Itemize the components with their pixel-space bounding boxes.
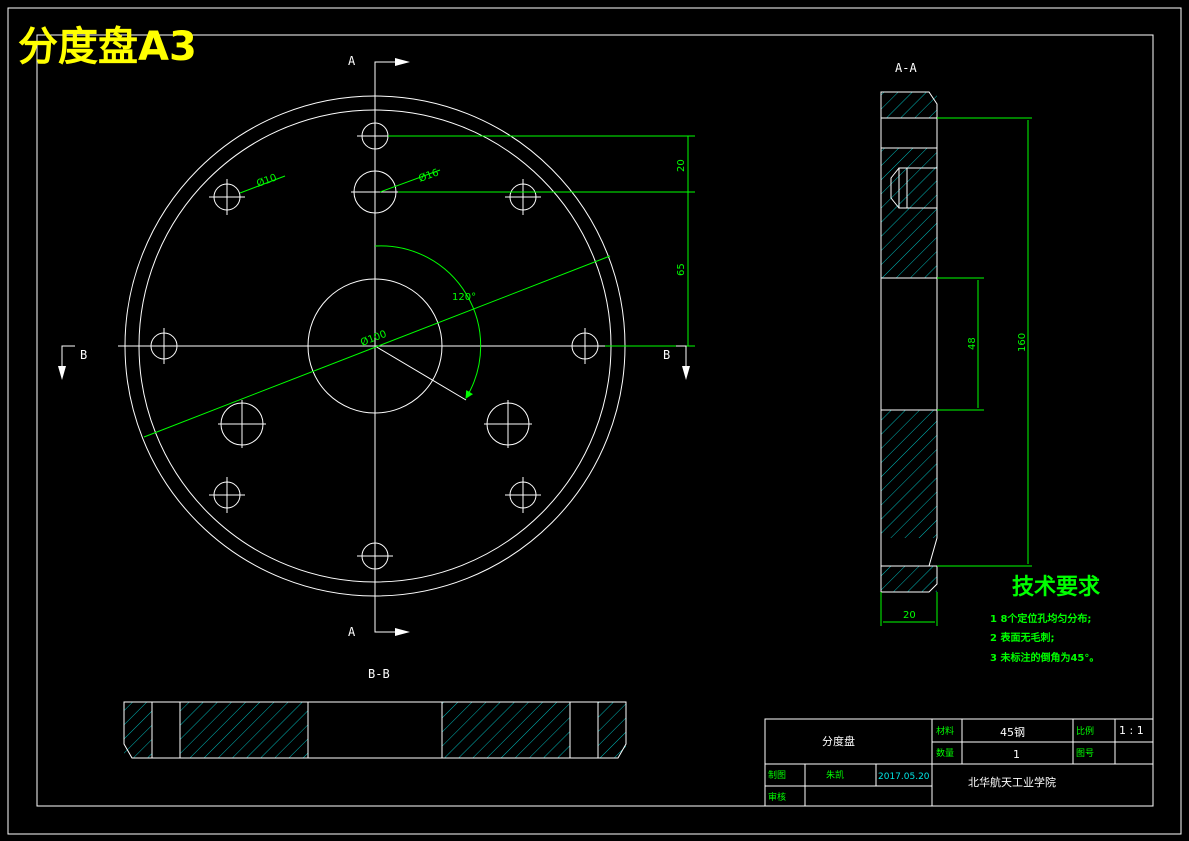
cut-a-top: A: [348, 54, 356, 68]
dim-20: 20: [676, 159, 687, 172]
part-name: 分度盘: [822, 734, 855, 748]
section-bb-view: B-B: [123, 667, 627, 759]
small-holes: [146, 118, 603, 574]
checked-label: 审核: [768, 791, 786, 803]
cut-b-left: B: [80, 348, 87, 362]
drawn-date: 2017.05.20: [878, 772, 930, 782]
drawn-label: 制图: [768, 769, 786, 781]
small-hole-dia-label: Ø10: [255, 171, 278, 189]
outer-frame: [7, 7, 1182, 835]
drawing-title: 分度盘A3: [18, 24, 197, 70]
title-block: 分度盘 材料 45钢 比例 1 : 1 数量 1 图号 制图 朱凯 2017.0…: [764, 718, 1154, 807]
front-view: 120° Ø100 Ø10 Ø16 20 65 A A B B: [58, 54, 695, 639]
dim-65: 65: [676, 263, 687, 276]
section-aa-view: A-A 160 48 20: [880, 61, 1032, 626]
large-holes: [218, 168, 532, 448]
dim-48: 48: [967, 337, 978, 350]
quantity-value: 1: [1013, 748, 1020, 761]
scale-value: 1 : 1: [1119, 724, 1144, 737]
section-aa-label: A-A: [895, 61, 917, 75]
material-label: 材料: [936, 725, 954, 737]
scale-label: 比例: [1076, 725, 1094, 737]
large-hole-dia-label: Ø16: [417, 166, 440, 184]
outer-diameter-line: [143, 255, 611, 438]
angle-label: 120°: [452, 292, 476, 303]
cut-a-bottom: A: [348, 625, 356, 639]
requirements-heading: 技术要求: [1012, 575, 1100, 600]
material-value: 45钢: [1000, 726, 1025, 739]
dim-thickness: 20: [903, 610, 916, 621]
dim-160: 160: [1017, 333, 1028, 352]
drawing-no-label: 图号: [1076, 748, 1094, 759]
requirement-2: 2 表面无毛刺;: [990, 631, 1054, 644]
school-name: 北华航天工业学院: [968, 775, 1056, 789]
section-bb-label: B-B: [368, 667, 390, 681]
requirement-1: 1 8个定位孔均匀分布;: [990, 612, 1091, 625]
quantity-label: 数量: [936, 747, 954, 759]
technical-requirements: 技术要求 1 8个定位孔均匀分布; 2 表面无毛刺; 3 未标注的倒角为45°。: [990, 575, 1100, 664]
drawn-name: 朱凯: [826, 769, 844, 781]
angle-arc: [374, 245, 482, 399]
requirement-3: 3 未标注的倒角为45°。: [990, 651, 1099, 664]
cut-b-right: B: [663, 348, 670, 362]
inner-frame: [36, 34, 1154, 807]
